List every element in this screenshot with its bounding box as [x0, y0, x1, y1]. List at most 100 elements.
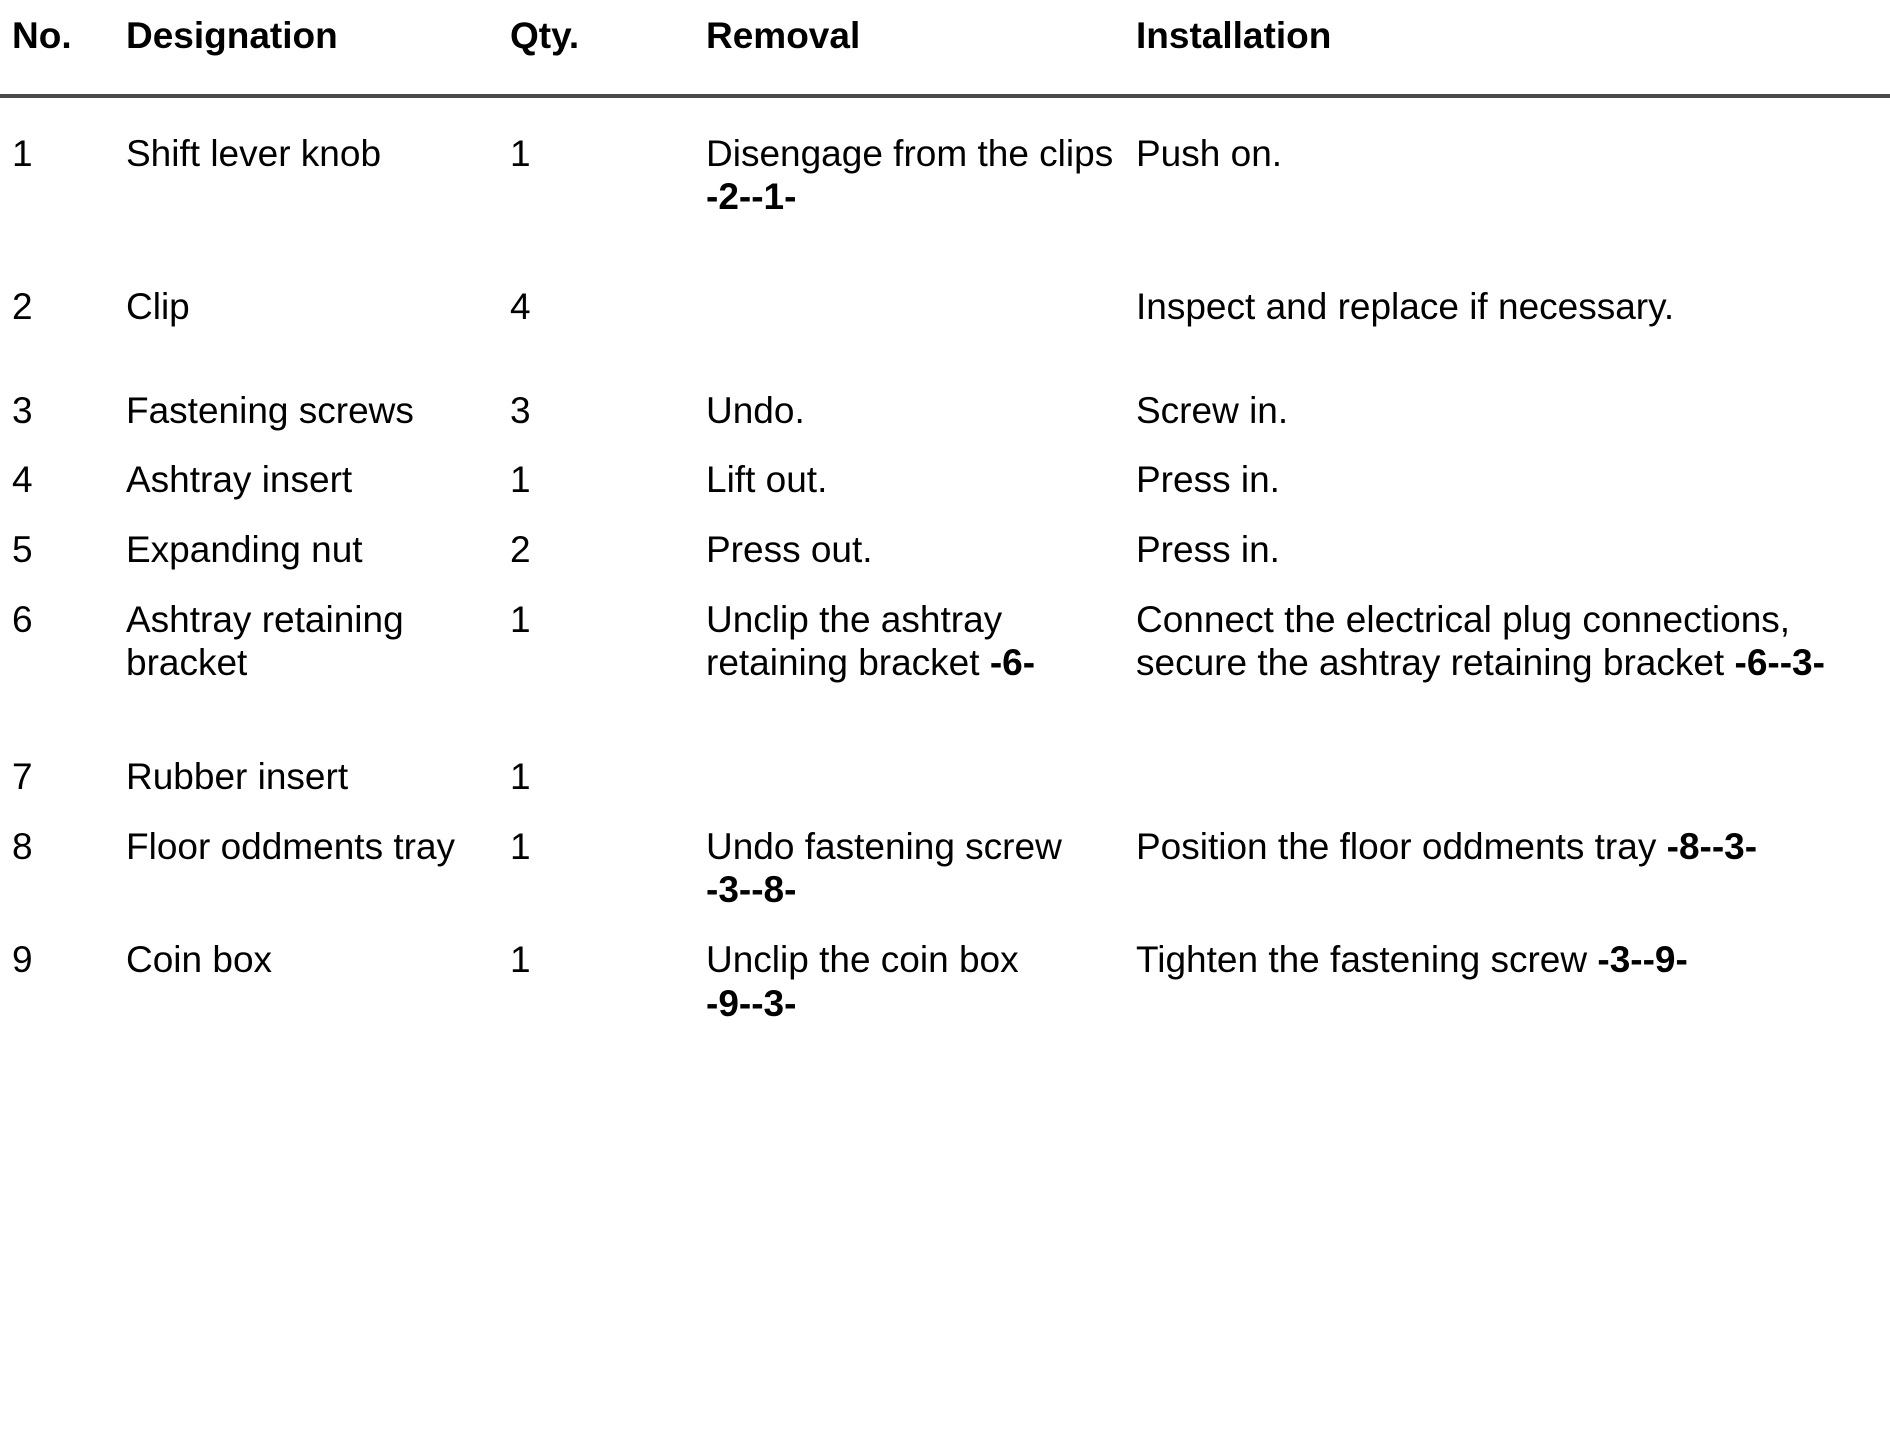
cell-qty: 1 — [510, 598, 531, 640]
column-header-designation: Designation — [126, 15, 338, 56]
cell-designation: Clip — [126, 285, 190, 327]
cell-removal-text — [706, 755, 1118, 756]
cell-installation-text: Press in. — [1136, 459, 1280, 501]
column-header-qty: Qty. — [510, 15, 580, 56]
table-header: No. Designation Qty. Removal Installatio… — [0, 0, 1890, 96]
cell-removal-text: Undo. — [706, 389, 805, 431]
cell-removal: Undo fastening screw -3--8- — [706, 825, 1136, 912]
cell-installation: Position the floor oddments tray -8--3- — [1136, 825, 1890, 912]
parts-removal-installation-table: No. Designation Qty. Removal Installatio… — [0, 0, 1890, 1026]
cell-qty: 1 — [510, 825, 531, 867]
table-row: 1 Shift lever knob 1 Disengage from the cli… — [0, 132, 1890, 219]
cell-designation: Shift lever knob — [126, 132, 382, 174]
table-row: 7 Rubber insert 1 — [0, 755, 1890, 799]
cell-installation-text: Tighten the fastening screw -3--9- — [1136, 938, 1688, 980]
cell-qty: 1 — [510, 938, 531, 980]
row-spacer-cell — [0, 799, 1890, 825]
row-spacer — [0, 912, 1890, 938]
cell-designation: Fastening screws — [126, 389, 414, 431]
table-row: 4 Ashtray insert 1 Lift out. Press in. — [0, 458, 1890, 502]
cell-removal-text — [706, 285, 1118, 286]
cell-removal: Lift out. — [706, 458, 1136, 502]
table-body: 1 Shift lever knob 1 Disengage from the cli… — [0, 96, 1890, 1026]
cell-removal: Unclip the coin box -9--3- — [706, 938, 1136, 1025]
table-row: 8 Floor oddments tray 1 Undo fastening scre… — [0, 825, 1890, 912]
cell-removal: Disengage from the clips -2--1- — [706, 132, 1136, 219]
cell-installation-text: Position the floor oddments tray -8--3- — [1136, 825, 1758, 867]
cell-installation: Inspect and replace if necessary. — [1136, 285, 1890, 329]
cell-designation: Rubber insert — [126, 755, 349, 797]
row-spacer-cell — [0, 502, 1890, 528]
row-spacer-cell — [0, 96, 1890, 132]
cell-removal-reference: -3--8- — [706, 869, 797, 911]
cell-removal: Press out. — [706, 528, 1136, 572]
table-row: 2 Clip 4 Inspect and replace if necessary. — [0, 285, 1890, 329]
cell-no: 9 — [12, 938, 33, 980]
cell-designation: Floor oddments tray — [126, 825, 456, 867]
cell-installation: Press in. — [1136, 528, 1890, 572]
cell-qty: 1 — [510, 132, 531, 174]
row-spacer-cell — [0, 912, 1890, 938]
cell-removal — [706, 285, 1136, 329]
cell-installation: Press in. — [1136, 458, 1890, 502]
cell-qty: 3 — [510, 389, 531, 431]
cell-removal — [706, 755, 1136, 799]
cell-installation-text: Press in. — [1136, 528, 1280, 570]
row-spacer — [0, 572, 1890, 598]
column-header-no: No. — [12, 15, 72, 56]
row-spacer-cell — [0, 329, 1890, 389]
row-spacer-cell — [0, 572, 1890, 598]
row-spacer — [0, 329, 1890, 389]
cell-no: 1 — [12, 132, 33, 174]
cell-designation: Expanding nut — [126, 528, 363, 570]
cell-installation-reference: -3--9- — [1597, 938, 1688, 980]
cell-installation: Connect the electrical plug connections,… — [1136, 598, 1890, 685]
cell-removal: Unclip the ashtray retaining bracket -6- — [706, 598, 1136, 685]
cell-qty: 1 — [510, 459, 531, 501]
table-row: 6 Ashtray retaining bracket 1 Unclip the as… — [0, 598, 1890, 685]
cell-no: 7 — [12, 755, 33, 797]
row-spacer-cell — [0, 219, 1890, 285]
cell-no: 2 — [12, 285, 33, 327]
row-spacer — [0, 502, 1890, 528]
cell-installation-text: Screw in. — [1136, 389, 1289, 431]
cell-removal-reference: -6- — [989, 642, 1036, 684]
cell-removal-text: Press out. — [706, 528, 873, 570]
cell-installation — [1136, 755, 1890, 799]
column-header-removal: Removal — [706, 15, 861, 56]
table-row: 9 Coin box 1 Unclip the coin box -9--3- Tigh… — [0, 938, 1890, 1025]
cell-installation: Screw in. — [1136, 389, 1890, 433]
cell-removal-text: Unclip the coin box -9--3- — [706, 938, 1019, 1024]
cell-installation-text: Connect the electrical plug connections,… — [1136, 598, 1825, 684]
cell-designation: Coin box — [126, 938, 273, 980]
row-spacer-cell — [0, 432, 1890, 458]
column-header-installation: Installation — [1136, 15, 1332, 56]
cell-removal-text: Disengage from the clips -2--1- — [706, 132, 1114, 218]
cell-no: 4 — [12, 459, 33, 501]
cell-installation-text: Inspect and replace if necessary. — [1136, 285, 1675, 327]
cell-installation-text: Push on. — [1136, 132, 1283, 174]
row-spacer-cell — [0, 685, 1890, 755]
cell-no: 8 — [12, 825, 33, 867]
cell-installation: Push on. — [1136, 132, 1890, 219]
cell-removal: Undo. — [706, 389, 1136, 433]
cell-removal-reference: -9--3- — [706, 982, 797, 1024]
table-header-row: No. Designation Qty. Removal Installatio… — [0, 0, 1890, 96]
row-spacer — [0, 685, 1890, 755]
cell-installation-text — [1136, 755, 1872, 756]
cell-designation: Ashtray insert — [126, 459, 353, 501]
cell-qty: 1 — [510, 755, 531, 797]
row-spacer — [0, 96, 1890, 132]
cell-no: 3 — [12, 389, 33, 431]
cell-removal-text: Lift out. — [706, 459, 828, 501]
row-spacer — [0, 219, 1890, 285]
cell-qty: 4 — [510, 285, 531, 327]
table-row: 3 Fastening screws 3 Undo. Screw in. — [0, 389, 1890, 433]
cell-no: 5 — [12, 528, 33, 570]
cell-no: 6 — [12, 598, 33, 640]
cell-installation: Tighten the fastening screw -3--9- — [1136, 938, 1890, 1025]
cell-designation: Ashtray retaining bracket — [126, 598, 404, 684]
cell-installation-reference: -6--3- — [1734, 642, 1825, 684]
